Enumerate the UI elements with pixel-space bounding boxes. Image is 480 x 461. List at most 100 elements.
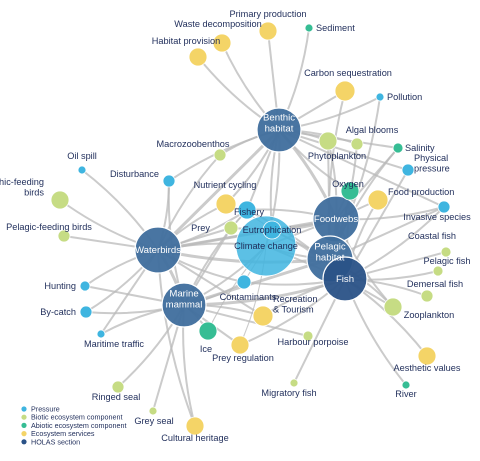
label-disturbance: Disturbance [110,169,159,179]
label-salinity-line: Salinity [405,143,435,153]
label-marine-mammal-line: Marine [169,289,198,300]
cultural-heritage-circle [185,416,205,436]
prey-circle [223,220,239,236]
label-harbour-porpoise: Harbour porpoise [278,337,349,347]
label-maritime-traffic: Maritime traffic [84,339,144,349]
label-zooplankton: Zooplankton [404,310,455,320]
label-prey-regulation-line: Prey regulation [212,353,274,363]
label-harbour-porpoise-line: Harbour porpoise [278,337,349,347]
node-maritime-traffic [96,329,106,339]
label-demersal-fish-line: Demersal fish [407,279,463,289]
node-pollution [375,92,385,102]
node-algal-blooms [350,137,364,151]
label-coastal-fish: Coastal fish [408,231,456,241]
node-waste-decomposition [212,33,232,53]
habitat-provision-circle [188,47,208,67]
label-pelagic-habitat-line: Pelagic [314,242,346,253]
label-algal-blooms-line: Algal blooms [346,125,399,135]
label-macrozoobenthos-line: Macrozoobenthos [156,139,229,149]
label-pelagic-habitat-line: habitat [316,253,345,264]
node-fishery [237,200,257,220]
label-phytoplankton-line: Phytoplankton [308,151,366,161]
node-invasive-species [437,200,451,214]
label-physical-pressure-line: Physical [414,153,448,163]
oxygen-circle [340,181,360,201]
label-aesthetic-values: Aesthetic values [394,363,461,373]
label-grey-seal: Grey seal [134,416,173,426]
label-recreation-tourism-line: Recreation [273,294,317,304]
label-contaminants: Contaminants [220,292,277,302]
label-cultural-heritage: Cultural heritage [161,433,228,443]
label-pelagic-fish: Pelagic fish [424,256,471,266]
label-ice-line: Ice [200,344,212,354]
grey-seal-circle [148,406,158,416]
node-ringed-seal [111,380,125,394]
oil-spill-circle [77,165,87,175]
prey-regulation-circle [230,335,250,355]
label-pelagic-feeding-birds-line: Pelagic-feeding birds [6,222,92,232]
pollution-circle [375,92,385,102]
label-benthic-feeding-birds-line: birds [24,187,44,197]
label-oxygen-line: Oxygen [332,179,364,189]
marine-mammal-circle [161,282,207,328]
node-fish [322,256,368,302]
label-pelagic-fish-line: Pelagic fish [424,256,471,266]
node-sediment [304,23,314,33]
node-marine-mammal [161,282,207,328]
label-primary-production-line: Primary production [229,9,306,19]
waterbirds-circle [134,226,182,274]
legend-holas-label: HOLAS section [31,437,80,446]
label-migratory-fish: Migratory fish [261,388,316,398]
label-contaminants-line: Contaminants [220,292,277,302]
pelagic-fish-circle [432,265,444,277]
node-nutrient-cycling [215,193,237,215]
migratory-fish-circle [289,378,299,388]
node-zooplankton [383,297,403,317]
ice-circle [198,321,218,341]
label-sediment: Sediment [316,23,355,33]
label-fishery-line: Fishery [234,207,265,217]
label-sediment-line: Sediment [316,23,355,33]
label-recreation-tourism: Recreation& Tourism [273,294,317,315]
legend-ecosystem-service-label: Ecosystem services [31,429,95,438]
node-migratory-fish [289,378,299,388]
maritime-traffic-circle [96,329,106,339]
legend-pressure-label: Pressure [31,405,60,414]
node-physical-pressure [401,163,415,177]
legend-abiotic-label: Abiotic ecosystem component [31,421,126,430]
node-recreation-tourism [252,305,274,327]
label-oil-spill-line: Oil spill [67,151,97,161]
nutrient-cycling-circle [215,193,237,215]
label-ringed-seal-line: Ringed seal [92,392,141,402]
node-cultural-heritage [185,416,205,436]
label-maritime-traffic-line: Maritime traffic [84,339,144,349]
legend-holas-swatch [21,439,27,445]
node-prey-regulation [230,335,250,355]
label-physical-pressure-line: pressure [414,163,450,173]
contaminants-circle [236,274,252,290]
demersal-fish-circle [420,289,434,303]
label-disturbance-line: Disturbance [110,169,159,179]
node-primary-production [258,21,278,41]
label-benthic-feeding-birds-line: Benthic-feeding [0,177,44,187]
label-foodwebs-line: Foodwebs [314,214,358,225]
sediment-circle [304,23,314,33]
node-pelagic-feeding-birds [57,229,71,243]
node-eutrophication [262,220,282,240]
label-nutrient-cycling: Nutrient cycling [194,180,257,190]
node-demersal-fish [420,289,434,303]
label-benthic-habitat-line: habitat [265,124,294,135]
label-eutrophication: Eutrophication [243,225,302,235]
label-demersal-fish: Demersal fish [407,279,463,289]
aesthetic-values-circle [417,346,437,366]
node-prey [223,220,239,236]
label-aesthetic-values-line: Aesthetic values [394,363,461,373]
benthic-feeding-birds-circle [50,190,70,210]
node-harbour-porpoise [302,330,314,342]
label-hunting: Hunting [44,281,76,291]
